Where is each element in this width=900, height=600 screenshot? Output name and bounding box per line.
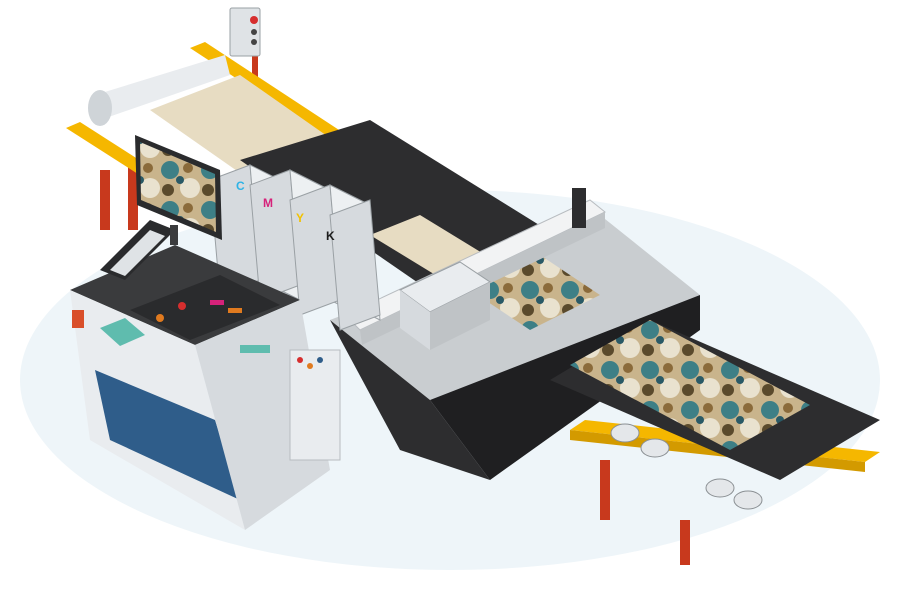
output-conveyor	[550, 320, 880, 565]
operator-monitor	[135, 135, 222, 245]
console-screen	[100, 318, 145, 346]
print-gantry	[344, 188, 606, 350]
conveyor-print-sample	[570, 320, 810, 450]
control-console	[70, 220, 341, 530]
monitor-image	[140, 142, 216, 232]
ink-label-m: M	[263, 196, 273, 210]
console-display	[110, 230, 165, 276]
ink-cartridges: C M Y K	[209, 164, 381, 331]
ink-label-c: C	[236, 179, 245, 193]
ink-label-y: Y	[296, 211, 304, 225]
console-keypad	[130, 275, 280, 340]
signal-light-tower	[229, 7, 261, 80]
ink-label-k: K	[326, 229, 335, 243]
